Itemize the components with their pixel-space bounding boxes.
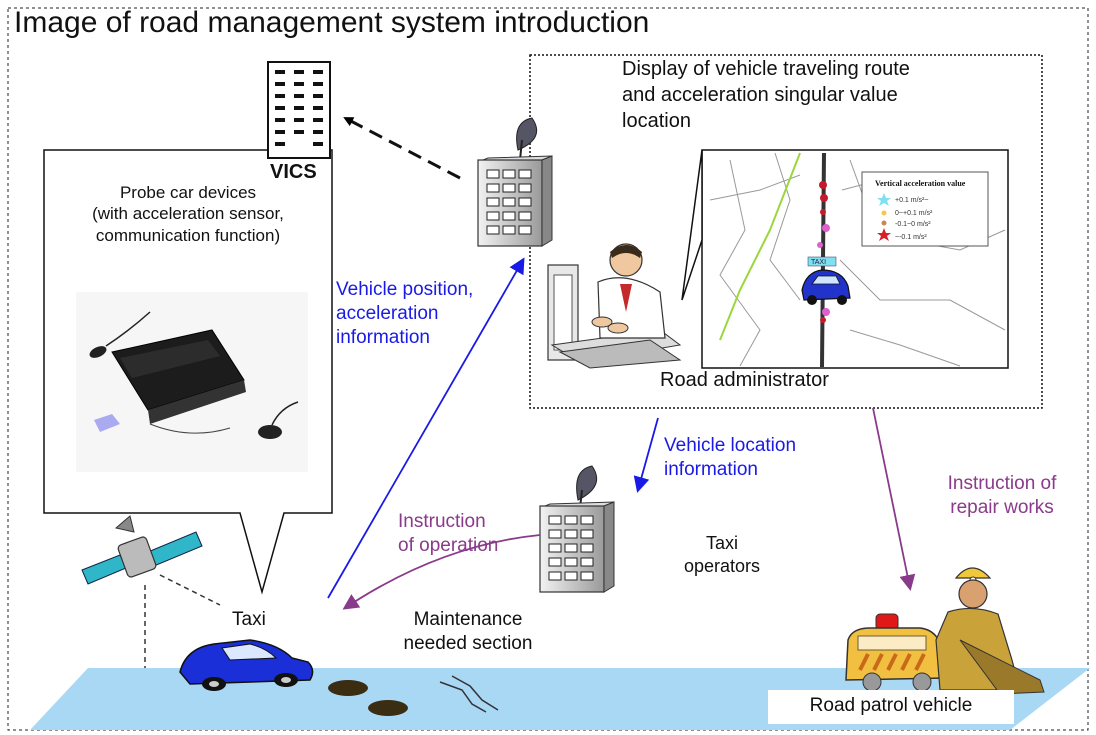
- vics-dashed-arrow: [343, 116, 461, 180]
- vehicle-position-label: Vehicle position, acceleration informati…: [336, 278, 473, 349]
- operation-instruction-line-2: of operation: [398, 534, 499, 556]
- legend-item-3: -0.1~0 m/s²: [895, 221, 931, 228]
- legend-items: +0.1 m/s²~ 0~+0.1 m/s² -0.1~0 m/s² ~-0.1…: [877, 193, 933, 241]
- display-caption-line-2: and acceleration singular value: [622, 84, 898, 106]
- legend-dot-yellow: [881, 210, 887, 216]
- taxi-operator-building-icon: [539, 465, 615, 593]
- probe-device-caption: Probe car devices (with acceleration sen…: [54, 182, 322, 246]
- display-caption: Display of vehicle traveling route and a…: [622, 56, 910, 134]
- vehicle-location-label: Vehicle location information: [664, 434, 796, 482]
- location-info-arrow: [633, 417, 659, 493]
- taxi-operators-label: Taxi operators: [672, 532, 772, 577]
- pothole-marks: [328, 680, 408, 716]
- repair-instruction-label: Instruction of repair works: [922, 472, 1082, 520]
- probe-device-image: [76, 292, 308, 472]
- probe-device-line-3: communication function): [95, 225, 281, 245]
- legend-dot-brown: [881, 220, 887, 226]
- legend-star-cyan: [877, 193, 891, 206]
- map-taxi-icon: TAXI: [801, 256, 851, 305]
- display-caption-line-3: location: [622, 110, 691, 132]
- legend-item-4: ~-0.1 m/s²: [895, 234, 927, 241]
- vehicle-position-line-2: acceleration: [336, 302, 439, 324]
- satellite-signal-diagonal: [159, 574, 221, 606]
- road-worker-icon: [935, 567, 1045, 695]
- vics-label: VICS: [270, 161, 317, 183]
- center-building-icon: [477, 117, 553, 247]
- vehicle-position-line-1: Vehicle position,: [336, 279, 474, 300]
- taxi-car-icon: [179, 639, 314, 691]
- legend-title: Vertical acceleration value: [875, 179, 966, 188]
- repair-instruction-arrow: [872, 407, 916, 591]
- maintenance-section-line-2: needed section: [403, 632, 533, 654]
- maintenance-section-line-1: Maintenance: [413, 609, 523, 630]
- road-patrol-vehicle-icon: [845, 613, 947, 692]
- road-administrator-person-icon: [547, 243, 682, 369]
- operation-instruction-arrow: [342, 534, 541, 610]
- legend-item-2: 0~+0.1 m/s²: [895, 210, 933, 217]
- page-title: Image of road management system introduc…: [14, 6, 650, 39]
- maintenance-section-label: Maintenance needed section: [382, 608, 554, 656]
- patrol-label-box: [768, 690, 1014, 724]
- road-administrator-label: Road administrator: [660, 369, 829, 391]
- position-info-arrow: [327, 257, 525, 599]
- vehicle-location-line-1: Vehicle location: [664, 435, 797, 456]
- vics-building-icon: VICS: [267, 61, 331, 183]
- operation-instruction-line-1: Instruction: [398, 511, 486, 532]
- repair-instruction-line-1: Instruction of: [947, 473, 1057, 494]
- display-caption-line-1: Display of vehicle traveling route: [622, 58, 910, 80]
- taxi-operators-line-1: Taxi: [705, 533, 738, 553]
- map-panel: Vertical acceleration value +0.1 m/s²~ 0…: [681, 149, 1009, 369]
- satellite-icon: [81, 515, 203, 585]
- operation-instruction-label: Instruction of operation: [398, 510, 498, 558]
- legend-star-red: [877, 228, 891, 241]
- taxi-label: Taxi: [232, 609, 266, 630]
- road-patrol-vehicle-label: Road patrol vehicle: [809, 695, 973, 716]
- legend-item-1: +0.1 m/s²~: [895, 197, 928, 204]
- road-crack-marks: [439, 675, 499, 713]
- vehicle-position-line-3: information: [336, 326, 430, 348]
- svg-text:TAXI: TAXI: [811, 259, 826, 266]
- taxi-operators-line-2: operators: [683, 555, 761, 576]
- probe-device-line-2: (with acceleration sensor,: [92, 204, 284, 224]
- vehicle-location-line-2: information: [664, 458, 758, 480]
- repair-instruction-line-2: repair works: [950, 496, 1054, 518]
- probe-device-line-1: Probe car devices: [119, 183, 257, 202]
